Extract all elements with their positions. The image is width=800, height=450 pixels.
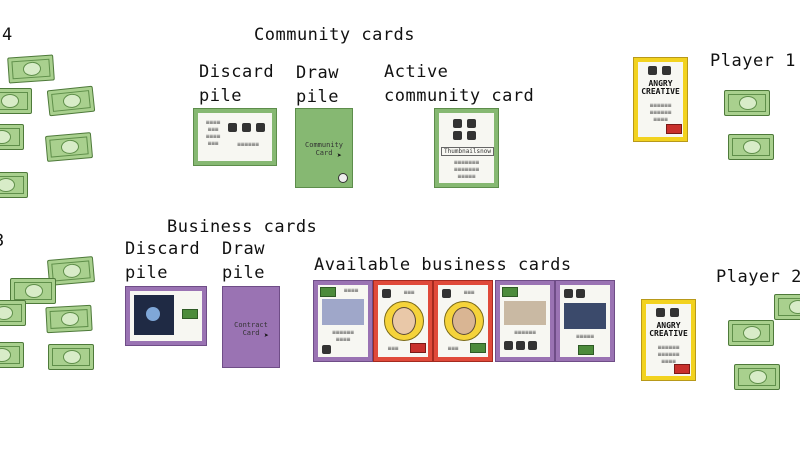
money-bill[interactable]	[734, 364, 780, 390]
business-card-4[interactable]: ≡≡≡≡≡≡	[495, 280, 555, 362]
community-draw-pile[interactable]: Community Card ➤	[295, 108, 353, 188]
active-community-label: Active community card	[384, 62, 535, 106]
business-card-5[interactable]: ≡≡≡≡≡	[555, 280, 615, 362]
player-2-label: Player 2	[716, 267, 800, 287]
business-discard-card[interactable]	[125, 286, 207, 346]
money-bill[interactable]	[0, 300, 26, 326]
money-bill[interactable]	[0, 172, 28, 198]
active-community-card[interactable]: Thumbnailsnow ≡≡≡≡≡≡≡≡≡≡≡≡≡≡≡≡≡≡≡	[434, 108, 499, 188]
pointer-icon: ➤	[337, 151, 342, 160]
money-bill[interactable]	[728, 134, 774, 160]
money-bill[interactable]	[0, 342, 24, 368]
available-business-label: Available business cards	[314, 255, 572, 275]
money-bill[interactable]	[774, 294, 800, 320]
business-cards-heading: Business cards	[167, 217, 318, 237]
business-card-2[interactable]: ≡≡≡ ≡≡≡	[373, 280, 433, 362]
player-2-card[interactable]: ANGRY CREATIVE ≡≡≡≡≡≡≡≡≡≡≡≡≡≡≡≡	[641, 299, 696, 381]
community-discard-card[interactable]: ≡≡≡≡≡≡≡≡≡≡≡≡≡≡ ≡≡≡≡≡≡	[193, 108, 277, 166]
community-draw-label: Draw pile	[296, 63, 339, 107]
business-draw-text: Contract Card	[234, 321, 268, 337]
business-draw-pile[interactable]: Contract Card ➤	[222, 286, 280, 368]
player-2-card-title: ANGRY CREATIVE	[649, 321, 688, 338]
player-1-card-title: ANGRY CREATIVE	[641, 79, 680, 96]
business-card-1[interactable]: ≡≡≡≡ ≡≡≡≡≡≡≡≡≡≡	[313, 280, 373, 362]
money-bill[interactable]	[44, 132, 94, 162]
community-discard-label: Discard pile	[199, 62, 275, 106]
left-player-bottom-label: 3	[0, 230, 5, 252]
player-1-label: Player 1	[710, 51, 796, 71]
card-logo-icon	[338, 173, 348, 183]
active-community-title: Thumbnailsnow	[441, 147, 494, 156]
community-draw-text: Community Card	[305, 141, 343, 157]
money-bill[interactable]	[7, 54, 55, 84]
left-player-top-label: 4	[2, 25, 13, 45]
money-bill[interactable]	[48, 344, 94, 370]
money-bill[interactable]	[46, 85, 96, 117]
money-bill[interactable]	[45, 304, 93, 334]
business-discard-label: Discard pile	[125, 239, 201, 283]
pointer-icon: ➤	[264, 331, 269, 340]
community-cards-heading: Community cards	[254, 25, 416, 45]
business-card-3[interactable]: ≡≡≡ ≡≡≡	[433, 280, 493, 362]
player-1-card[interactable]: ANGRY CREATIVE ≡≡≡≡≡≡≡≡≡≡≡≡≡≡≡≡	[633, 57, 688, 142]
money-bill[interactable]	[728, 320, 774, 346]
business-draw-label: Draw pile	[222, 239, 265, 283]
money-bill[interactable]	[10, 278, 56, 304]
money-bill[interactable]	[0, 124, 24, 150]
money-bill[interactable]	[0, 88, 32, 114]
money-bill[interactable]	[724, 90, 770, 116]
